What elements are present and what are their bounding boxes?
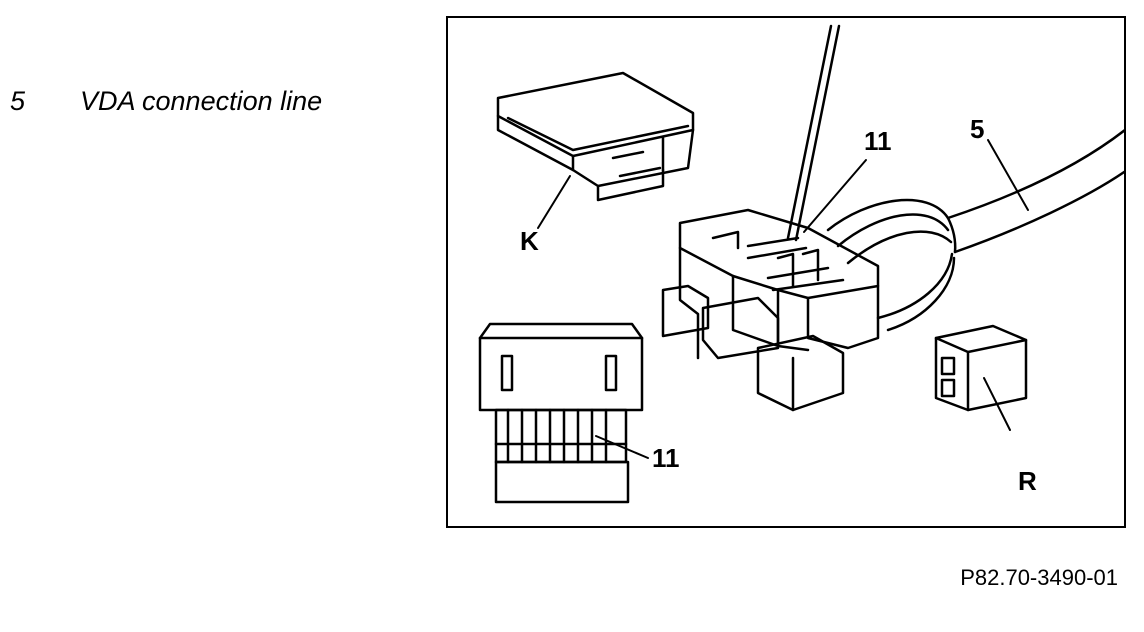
probe-tool bbox=[786, 24, 841, 242]
clip-r-part bbox=[934, 324, 1028, 412]
legend-number: 5 bbox=[10, 86, 26, 116]
connector-drawing: 11 5 K 11 R bbox=[478, 24, 1124, 504]
figure-reference-code: P82.70-3490-01 bbox=[960, 565, 1118, 590]
main-connector bbox=[661, 208, 880, 412]
technical-illustration: 11 5 K 11 R bbox=[446, 16, 1126, 528]
bottom-left-connector bbox=[478, 322, 644, 504]
callout-leaders bbox=[537, 139, 1029, 459]
callout-label: K bbox=[520, 226, 539, 256]
vda-cable bbox=[826, 129, 1124, 332]
legend-item: 5 VDA connection line bbox=[10, 86, 322, 117]
callout-label: 11 bbox=[652, 443, 680, 473]
callout-label: R bbox=[1018, 466, 1037, 496]
callout-label: 5 bbox=[970, 114, 984, 144]
callout-label: 11 bbox=[864, 126, 892, 156]
legend-text: VDA connection line bbox=[80, 86, 323, 116]
cover-k-part bbox=[496, 71, 695, 202]
